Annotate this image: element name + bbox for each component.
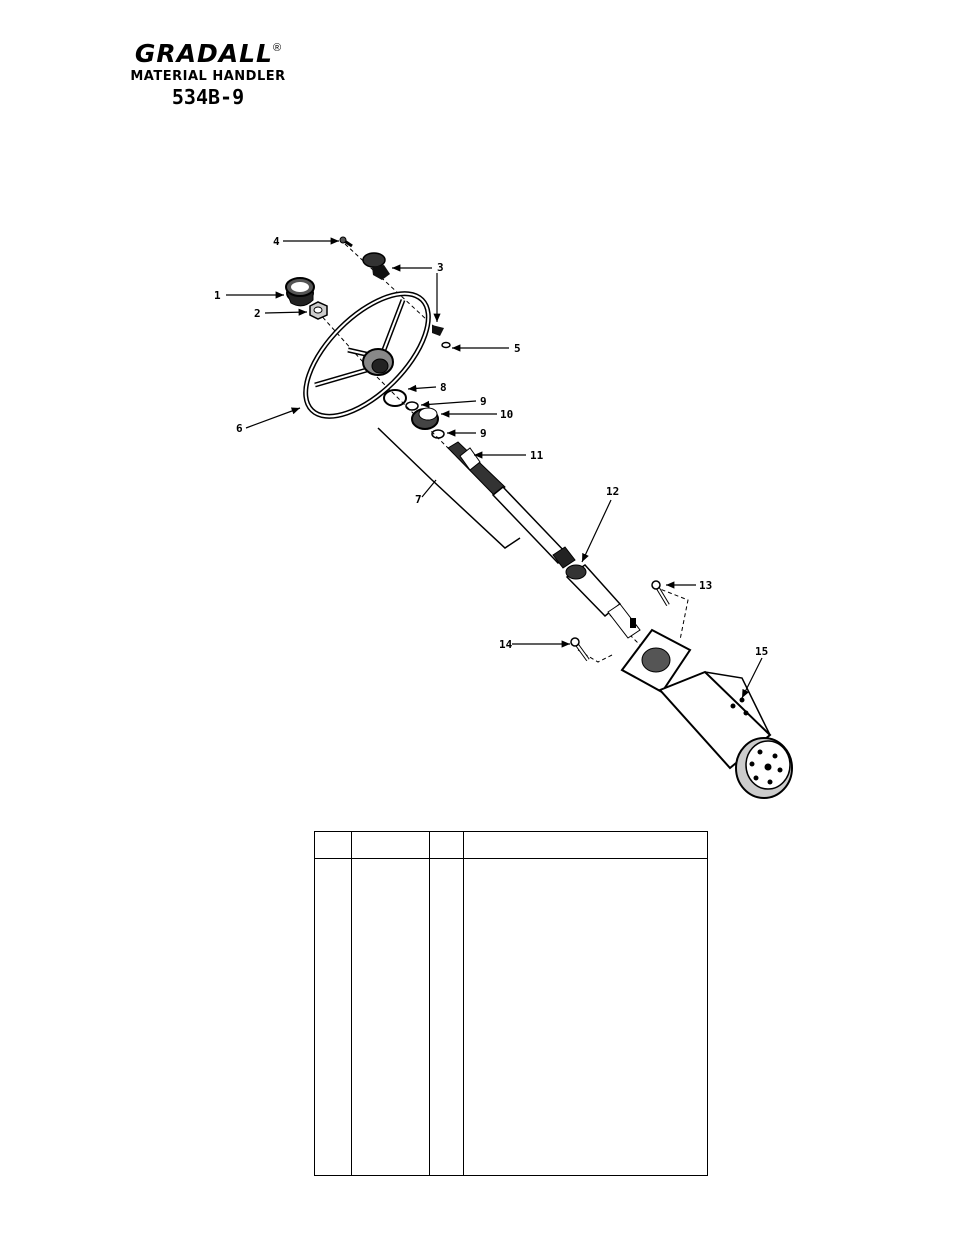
part-15-steering-control-unit [620,628,793,799]
registered-mark: ® [272,42,282,54]
part-12-column-tube [565,564,641,639]
callout-10: 10 [500,408,513,421]
callout-13: 13 [699,579,712,592]
part-7-steering-shaft-bracket [377,427,521,549]
brand-logo: GRADALL® [108,40,308,68]
part-9-spacer-upper [405,401,419,411]
callout-9-lower: 9 [480,427,487,440]
part-8-snap-ring [383,389,407,407]
part-11-splined-shaft [447,441,576,569]
callout-5: 5 [514,342,521,355]
callout-15: 15 [755,645,768,658]
brand-subtitle: MATERIAL HANDLER [130,69,286,84]
callout-2: 2 [254,307,261,320]
callout-4: 4 [273,235,280,248]
parts-list-table [314,831,708,1176]
callout-labels: 1 2 3 4 5 6 7 8 9 10 9 11 12 13 14 15 [214,235,768,658]
part-14-bolt [570,637,590,662]
callout-9-upper: 9 [480,395,487,408]
callout-6: 6 [236,422,243,435]
callout-leaders [226,237,763,699]
table-header-divider [315,858,707,859]
part-6-steering-wheel [303,291,431,419]
table-column-divider [351,832,352,1175]
callout-3: 3 [437,261,444,274]
callout-12: 12 [606,485,619,498]
model-number: 534B-9 [171,85,245,109]
steering-column-exploded-diagram: 1 2 3 4 5 6 7 8 9 10 9 11 12 13 14 15 [214,235,793,799]
table-column-divider [463,832,464,1175]
part-10-bearing [411,407,439,430]
part-3-horn-contact [362,252,444,336]
part-2-nut [309,301,328,320]
callout-11: 11 [530,449,544,462]
assembly-axis [317,243,689,663]
table-column-divider [429,832,430,1175]
part-5-washer [441,341,451,349]
callout-8: 8 [440,381,447,394]
part-13-bolt [651,580,670,607]
callout-14: 14 [499,638,513,651]
callout-7: 7 [415,493,422,506]
brand-block: GRADALL® MATERIAL HANDLER 534B-9 [108,40,308,110]
callout-1: 1 [214,289,221,302]
brand-name: GRADALL [134,39,273,68]
part-4-screw [339,236,353,248]
part-9-spacer-lower [431,429,445,439]
part-1-horn-cap [285,277,315,307]
